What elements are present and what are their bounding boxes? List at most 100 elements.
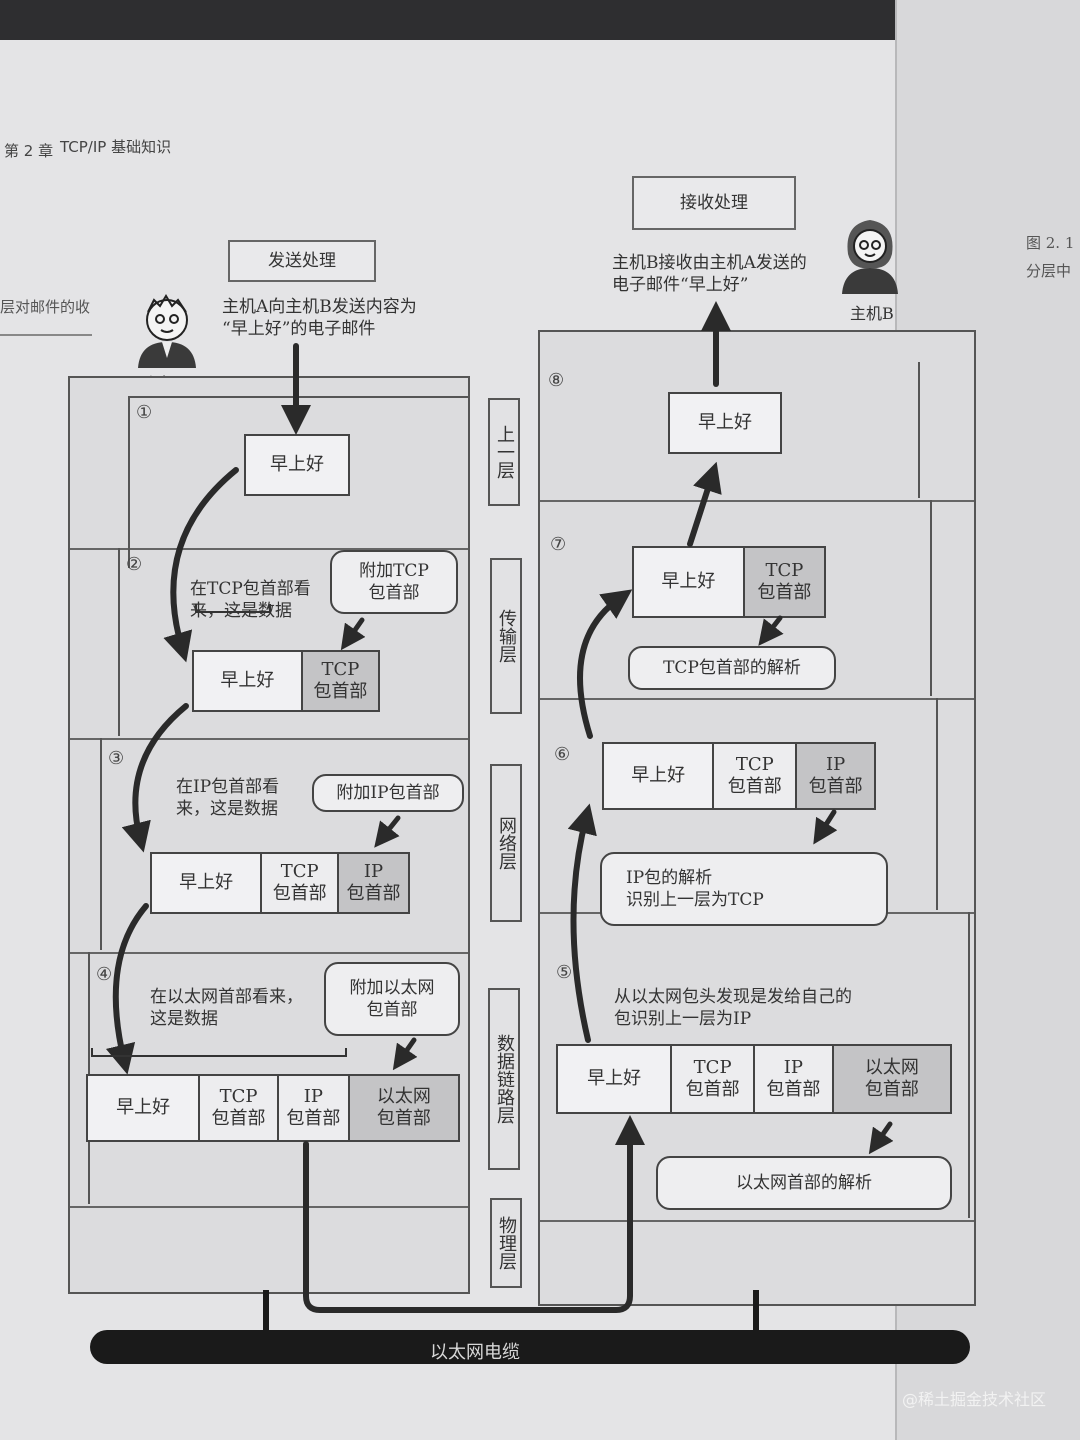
eth-line1: 以太网 bbox=[376, 1086, 431, 1107]
tcp-line2: 包首部 bbox=[757, 582, 812, 603]
layer-label-physical-text: 物理层 bbox=[496, 1216, 517, 1270]
layer-label-datalink: 数据链路层 bbox=[488, 988, 520, 1170]
step-2: ② bbox=[126, 554, 143, 575]
ethernet-cable bbox=[90, 1330, 970, 1364]
receiver-layer-datalink bbox=[540, 914, 974, 1222]
packet-data: 早上好 bbox=[152, 854, 261, 912]
packet-data: 早上好 bbox=[558, 1046, 671, 1112]
note-eth-found: 从以太网包头发现是发给自己的 包识别上一层为IP bbox=[614, 986, 852, 1030]
arrow-ip-parse bbox=[813, 809, 838, 845]
note-ip-parse-line2: 识别上一层为TCP bbox=[626, 890, 764, 910]
packet-data: 早上好 bbox=[670, 394, 780, 452]
eth-line2: 包首部 bbox=[376, 1108, 431, 1129]
margin-left-text: 层对邮件的收 bbox=[0, 298, 91, 316]
sender-layer-datalink bbox=[70, 954, 468, 1208]
tcp-line1: TCP bbox=[693, 1057, 732, 1078]
margin-figure-text: 分层中 bbox=[1026, 262, 1072, 280]
brace-eth-view bbox=[91, 1048, 347, 1057]
note-add-eth-line2: 包首部 bbox=[366, 1000, 418, 1020]
arrow-step6-to-7 bbox=[577, 589, 633, 739]
note-add-eth-line1: 附加以太网 bbox=[349, 978, 435, 998]
ip-line1: IP bbox=[783, 1057, 804, 1078]
receiver-transport-box bbox=[542, 500, 932, 696]
arrow-tcp-parse bbox=[758, 615, 784, 646]
ip-line2: 包首部 bbox=[286, 1108, 341, 1129]
step-5: ⑤ bbox=[556, 962, 573, 983]
tcp-line1: TCP bbox=[219, 1086, 258, 1107]
host-b-label: 主机B bbox=[850, 304, 894, 323]
receiver-title: 接收处理 bbox=[632, 176, 796, 230]
note-eth-parse: 以太网首部的解析 bbox=[656, 1156, 952, 1210]
step-1: ① bbox=[136, 402, 153, 423]
note-add-tcp-line1: 附加TCP bbox=[359, 561, 429, 581]
margin-figure-label: 图 2. 1 bbox=[1026, 234, 1075, 252]
tcp-line2: 包首部 bbox=[272, 883, 327, 904]
receiver-layer-upper bbox=[540, 332, 974, 502]
note-eth-found-line1: 从以太网包头发现是发给自己的 bbox=[614, 987, 852, 1007]
layer-label-transport-text: 传输层 bbox=[496, 609, 517, 663]
arrow-step1-to-2 bbox=[163, 467, 239, 663]
sender-description-line2: “早上好”的电子邮件 bbox=[222, 319, 376, 339]
brace-tcp-view bbox=[195, 604, 271, 613]
margin-rule bbox=[0, 334, 92, 336]
receiver-datalink-box bbox=[548, 912, 970, 1218]
arrow-eth-parse bbox=[868, 1121, 894, 1155]
sender-packet-1: 早上好 bbox=[244, 434, 350, 496]
tcp-line2: 包首部 bbox=[685, 1079, 740, 1100]
note-add-tcp-line2: 包首部 bbox=[368, 583, 420, 603]
note-eth-view-line2: 这是数据 bbox=[150, 1009, 218, 1029]
receiver-description-line1: 主机B接收由主机A发送的 bbox=[612, 253, 807, 273]
sender-description: 主机A向主机B发送内容为 “早上好”的电子邮件 bbox=[222, 296, 417, 340]
step-7: ⑦ bbox=[550, 534, 567, 555]
tcp-line2: 包首部 bbox=[313, 681, 368, 702]
note-add-eth: 附加以太网包首部 bbox=[324, 962, 460, 1036]
tcp-line1: TCP bbox=[321, 659, 360, 680]
layer-label-network-text: 网络层 bbox=[496, 816, 517, 870]
arrow-add-eth bbox=[392, 1037, 418, 1071]
packet-data: 早上好 bbox=[194, 652, 301, 710]
note-ip-view-line2: 来，这是数据 bbox=[176, 799, 278, 819]
watermark: @稀土掘金技术社区 bbox=[901, 1390, 1046, 1409]
layer-label-network: 网络层 bbox=[490, 764, 522, 922]
note-eth-found-line2: 包识别上一层为IP bbox=[614, 1009, 752, 1029]
packet-eth-header: 以太网包首部 bbox=[831, 1046, 950, 1112]
note-ip-parse: IP包的解析识别上一层为TCP bbox=[600, 852, 888, 926]
note-add-ip: 附加IP包首部 bbox=[312, 774, 464, 812]
packet-data: 早上好 bbox=[604, 744, 713, 808]
layer-label-datalink-text: 数据链路层 bbox=[494, 1034, 515, 1124]
tcp-line1: TCP bbox=[735, 754, 774, 775]
packet-eth-header: 以太网包首部 bbox=[347, 1076, 458, 1140]
packet-data: 早上好 bbox=[246, 436, 348, 494]
step-6: ⑥ bbox=[554, 744, 571, 765]
note-ip-view: 在IP包首部看 来，这是数据 bbox=[176, 776, 279, 820]
note-ip-view-line1: 在IP包首部看 bbox=[176, 777, 280, 797]
ip-line2: 包首部 bbox=[346, 883, 401, 904]
sender-transport-box bbox=[118, 548, 470, 736]
receiver-description-line2: 电子邮件“早上好” bbox=[612, 275, 749, 295]
receiver-network-box bbox=[544, 698, 938, 910]
arrow-step2-to-3 bbox=[121, 703, 189, 853]
layer-label-upper-text: 上一层 bbox=[494, 425, 515, 479]
sender-network-box bbox=[100, 738, 470, 950]
sender-title: 发送处理 bbox=[228, 240, 376, 282]
host-a-avatar bbox=[132, 292, 202, 368]
step-8: ⑧ bbox=[548, 370, 565, 391]
eth-line1: 以太网 bbox=[864, 1057, 919, 1078]
note-tcp-parse: TCP包首部的解析 bbox=[628, 646, 836, 690]
tcp-line1: TCP bbox=[765, 560, 804, 581]
tcp-line2: 包首部 bbox=[727, 776, 782, 797]
tcp-line1: TCP bbox=[280, 861, 319, 882]
ip-line1: IP bbox=[363, 861, 384, 882]
arrow-physical-transfer bbox=[303, 1115, 645, 1313]
